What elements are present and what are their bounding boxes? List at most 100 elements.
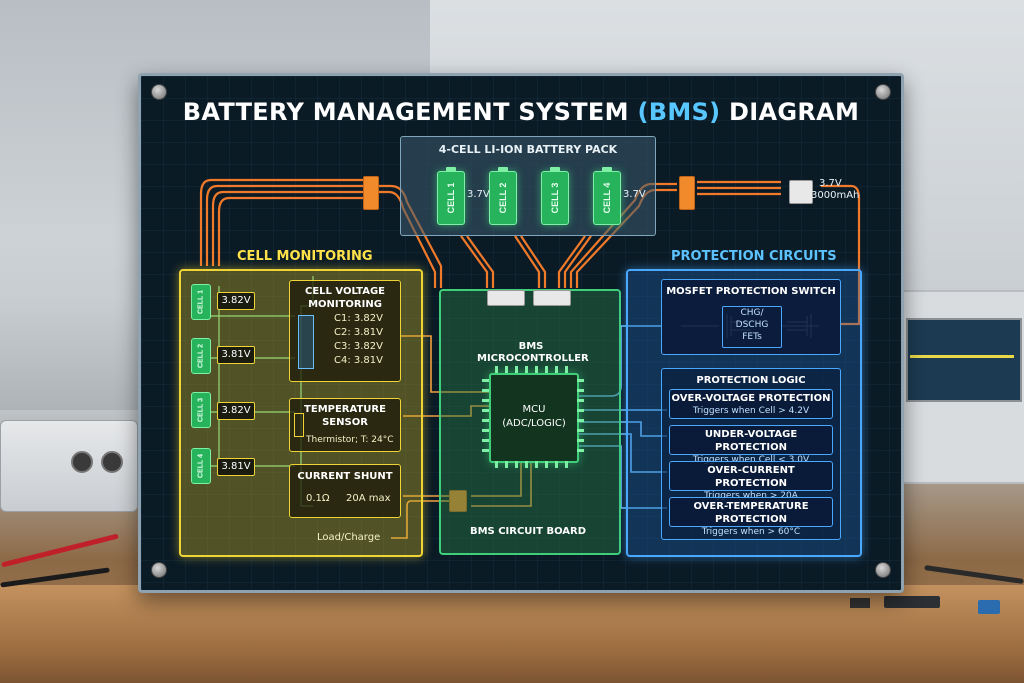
shunt-title: CURRENT SHUNT xyxy=(297,471,393,482)
mcu-pin xyxy=(482,399,489,402)
ocp-title: OVER-CURRENT PROTECTION xyxy=(707,465,795,489)
mcu-pin xyxy=(482,379,489,382)
output-voltage: 3.7V xyxy=(819,178,842,189)
shunt-resistance: 0.1Ω xyxy=(306,493,330,504)
pack-cell-4: CELL 4 xyxy=(593,167,621,225)
mcu-pin xyxy=(482,409,489,412)
pack-voltage-right: 3.7V xyxy=(623,189,646,200)
cell-voltage-monitoring-box: CELL VOLTAGE MONITORING C1: 3.82V C2: 3.… xyxy=(289,280,401,382)
mcu-pin xyxy=(577,429,584,432)
board-header-left xyxy=(487,290,525,306)
over-temperature-protection-box: OVER-TEMPERATURE PROTECTION Triggers whe… xyxy=(669,497,833,537)
mcu-pin xyxy=(505,461,508,468)
output-capacity: 3000mAh xyxy=(811,190,860,201)
mcu-pin xyxy=(577,379,584,382)
pack-cell-2: CELL 2 xyxy=(489,167,517,225)
pack-cell-1: CELL 1 xyxy=(437,167,465,225)
current-shunt-box: CURRENT SHUNT 0.1Ω 20A max xyxy=(289,464,401,518)
workbench-desk xyxy=(0,585,1024,683)
fet-line1: CHG/ xyxy=(740,308,764,318)
screw-icon xyxy=(151,84,167,100)
screw-icon xyxy=(151,562,167,578)
screw-icon xyxy=(875,562,891,578)
mcu-pin xyxy=(577,439,584,442)
cell-4-voltage: 3.81V xyxy=(217,458,255,476)
oscilloscope-screen xyxy=(906,318,1022,402)
mcu-pin xyxy=(565,461,568,468)
mcu-pin xyxy=(555,366,558,373)
mcu-pin xyxy=(505,366,508,373)
reading-c3: C3: 3.82V xyxy=(334,341,383,352)
otp-detail: Triggers when > 60°C xyxy=(701,527,801,537)
mux-icon xyxy=(298,315,314,369)
probe-tip xyxy=(924,565,1024,584)
over-voltage-protection-box: OVER-VOLTAGE PROTECTION Triggers when Ce… xyxy=(669,389,833,419)
mcu-pin xyxy=(535,461,538,468)
mcu-label-line2: (ADC/LOGIC) xyxy=(502,418,566,429)
ovp-detail: Triggers when Cell > 4.2V xyxy=(692,406,810,416)
ic-component xyxy=(850,598,870,608)
mcu-pin xyxy=(515,366,518,373)
shunt-connector xyxy=(449,490,467,512)
diagram-title: BATTERY MANAGEMENT SYSTEM (BMS) DIAGRAM xyxy=(182,98,860,126)
mcu-pin xyxy=(495,461,498,468)
reading-c4: C4: 3.81V xyxy=(334,355,383,366)
voltage-box-subtitle: MONITORING xyxy=(308,299,382,310)
board-header-right xyxy=(533,290,571,306)
meter-knob xyxy=(71,451,93,473)
background-instrument xyxy=(0,300,140,410)
mcu-pin xyxy=(515,461,518,468)
ic-component xyxy=(884,596,940,608)
mosfet-title: MOSFET PROTECTION SWITCH xyxy=(666,286,836,297)
reading-c1: C1: 3.82V xyxy=(334,313,383,324)
bms-circuit-board-label: BMS CIRCUIT BOARD xyxy=(469,526,587,537)
probe-wire-red xyxy=(1,533,119,568)
oscilloscope-trace xyxy=(910,355,1014,358)
bench-meter xyxy=(0,420,138,512)
mcu-pin xyxy=(545,366,548,373)
mcu-pin xyxy=(545,461,548,468)
fet-line3: FETs xyxy=(742,332,762,342)
bms-title-line2: MICROCONTROLLER xyxy=(477,353,589,364)
voltage-box-title: CELL VOLTAGE xyxy=(305,286,385,297)
pack-connector-right xyxy=(679,176,695,210)
uvp-title: UNDER-VOLTAGE PROTECTION xyxy=(704,429,798,453)
battery-pack-title: 4-CELL LI-ION BATTERY PACK xyxy=(438,143,618,156)
cell-1-voltage: 3.82V xyxy=(217,292,255,310)
bms-diagram-board: BATTERY MANAGEMENT SYSTEM (BMS) DIAGRAM xyxy=(138,73,904,593)
reading-c2: C2: 3.81V xyxy=(334,327,383,338)
ocp-detail: Triggers when > 20A xyxy=(704,491,798,501)
temperature-sensor-box: TEMPERATURE SENSOR Thermistor; T: 24°C xyxy=(289,398,401,452)
temp-box-title: TEMPERATURE xyxy=(304,404,386,415)
over-current-protection-box: OVER-CURRENT PROTECTION Triggers when > … xyxy=(669,461,833,501)
cell-3-voltage: 3.82V xyxy=(217,402,255,420)
mcu-chip: MCU (ADC/LOGIC) xyxy=(489,373,579,463)
otp-title: OVER-TEMPERATURE PROTECTION xyxy=(693,501,809,525)
pack-connector-left xyxy=(363,176,379,210)
mcu-pin xyxy=(577,419,584,422)
mcu-pin xyxy=(565,366,568,373)
mcu-label-line1: MCU xyxy=(522,404,546,415)
protection-circuits-title: PROTECTION CIRCUITS xyxy=(671,249,837,264)
mcu-pin xyxy=(482,439,489,442)
output-connector xyxy=(789,180,813,204)
mcu-pin xyxy=(577,449,584,452)
monitor-cell-3: CELL 3 xyxy=(191,392,211,428)
mcu-pin xyxy=(482,449,489,452)
signal-wires xyxy=(391,335,532,539)
mcu-pin xyxy=(482,389,489,392)
uvp-detail: Triggers when Cell < 3.0V xyxy=(692,455,810,465)
monitor-cell-1: CELL 1 xyxy=(191,284,211,320)
mcu-pin xyxy=(555,461,558,468)
bms-title-line1: BMS xyxy=(518,341,544,352)
capacitor-component xyxy=(978,600,1000,614)
mosfet-protection-switch-box: MOSFET PROTECTION SWITCH CHG/ DSCHG FETs xyxy=(661,279,841,355)
mcu-pin xyxy=(577,409,584,412)
under-voltage-protection-box: UNDER-VOLTAGE PROTECTION Triggers when C… xyxy=(669,425,833,465)
protection-logic-title: PROTECTION LOGIC xyxy=(696,375,806,386)
temp-detail: Thermistor; T: 24°C xyxy=(306,435,394,445)
screw-icon xyxy=(875,84,891,100)
load-charge-label: Load/Charge xyxy=(317,532,381,543)
monitor-cell-4: CELL 4 xyxy=(191,448,211,484)
pack-cell-3: CELL 3 xyxy=(541,167,569,225)
